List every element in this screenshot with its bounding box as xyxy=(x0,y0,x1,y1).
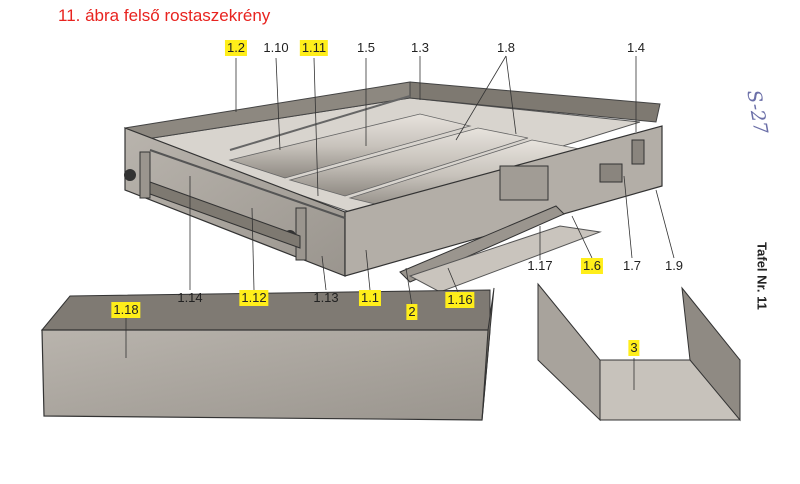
lower-tube xyxy=(149,181,301,249)
callout-1-9: 1.9 xyxy=(664,258,684,273)
handwritten-note: S-27 xyxy=(742,88,772,136)
callout-1-4: 1.4 xyxy=(626,40,646,55)
drive-arm xyxy=(399,205,565,283)
sieve-roll xyxy=(288,127,529,197)
adjust-knob xyxy=(124,169,136,181)
callout-1-7: 1.7 xyxy=(622,258,642,273)
clamp-bracket xyxy=(295,207,307,261)
box-right-back-wall xyxy=(409,81,661,123)
leader-lines xyxy=(125,55,675,390)
callout-1-8: 1.8 xyxy=(496,40,516,55)
box-rail xyxy=(229,95,411,151)
callout-1-1: 1.1 xyxy=(358,290,382,306)
callout-1-5: 1.5 xyxy=(356,40,376,55)
callout-1-14: 1.14 xyxy=(177,290,203,305)
deflector-plate xyxy=(408,225,602,293)
plate-number-label: Tafel Nr. 11 xyxy=(754,242,770,310)
callout-1-13: 1.13 xyxy=(313,290,339,305)
callout-1-10: 1.10 xyxy=(263,40,289,55)
clamp-bracket xyxy=(139,151,151,199)
callout-1-18: 1.18 xyxy=(111,302,141,318)
trough-face xyxy=(41,329,491,421)
callout-1-3: 1.3 xyxy=(410,40,430,55)
u-trough-right-wall xyxy=(681,286,741,422)
callout-3: 3 xyxy=(628,340,640,356)
side-trough-1-18 xyxy=(40,287,495,421)
drive-bracket xyxy=(499,165,549,201)
callout-1-16: 1.16 xyxy=(445,292,475,308)
trough-end xyxy=(481,287,495,421)
callout-1-2: 1.2 xyxy=(224,40,248,56)
box-right-wall xyxy=(344,125,663,277)
callout-1-17: 1.17 xyxy=(527,258,553,273)
callout-1-12: 1.12 xyxy=(239,290,269,306)
hanger-plate xyxy=(631,139,645,165)
sieve-roll xyxy=(228,113,472,179)
u-trough-3 xyxy=(537,282,741,422)
u-trough-left-wall xyxy=(537,282,601,422)
figure-title: 11. ábra felső rostaszekrény xyxy=(58,6,271,25)
callout-1-6: 1.6 xyxy=(580,258,604,274)
callout-1-11: 1.11 xyxy=(299,40,329,56)
callout-2: 2 xyxy=(406,304,418,320)
box-rail xyxy=(149,149,346,219)
hanger-plate xyxy=(599,163,623,183)
